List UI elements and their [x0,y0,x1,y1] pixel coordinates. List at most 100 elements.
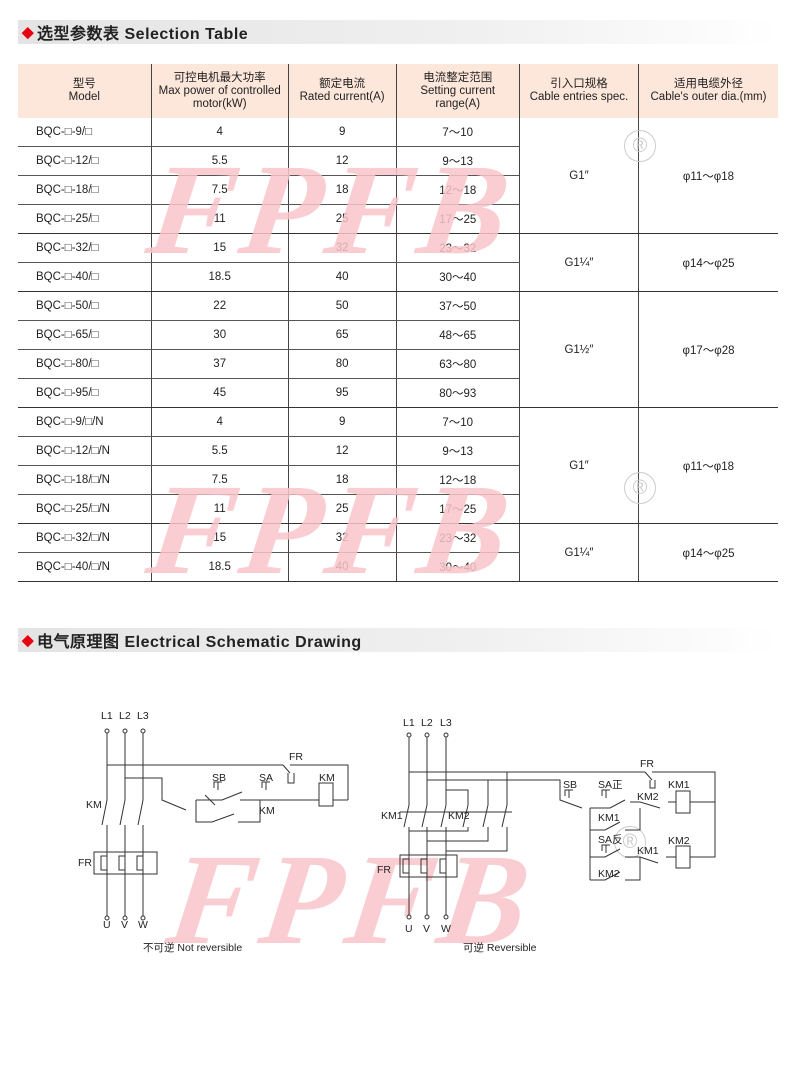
setting-range-cell: 12～18 [395,465,520,495]
diamond-icon: ◆ [22,632,35,649]
power-cell: 5.5 [150,146,289,176]
rated-current-cell: 40 [287,262,397,292]
registered-mark-icon: ® [624,472,656,504]
setting-range-cell: 80～93 [395,378,520,408]
label-l3: L3 [440,717,452,729]
label-km: KM [86,799,102,811]
label-km1: KM1 [381,810,403,822]
rated-current-cell: 18 [287,175,397,205]
rated-current-cell: 9 [287,118,397,147]
header-text: Cable's outer dia.(mm) [650,91,767,103]
model-cell: BQC-□-32/□/N [18,523,152,553]
power-cell: 37 [150,349,289,379]
label-km-hold: KM [259,805,275,817]
model-cell: BQC-□-40/□ [18,262,152,292]
setting-range-cell: 17～25 [395,494,520,524]
cable-entry-cell: G1½″ [518,291,639,408]
setting-range-cell: 23～32 [395,523,520,553]
model-cell: BQC-□-40/□/N [18,552,152,582]
label-v: V [423,923,430,935]
header-text: 电流整定范围 [423,71,493,84]
power-cell: 15 [150,523,289,553]
header-text: 引入口规格 [550,78,608,90]
rated-current-cell: 80 [287,349,397,379]
label-l1: L1 [101,710,113,722]
rated-current-cell: 40 [287,552,397,582]
label-fr-contact: FR [640,758,654,770]
power-cell: 11 [150,494,289,524]
cable-dia-cell: φ11～φ18 [637,407,778,524]
model-cell: BQC-□-9/□/N [18,407,152,437]
label-w: W [138,919,148,931]
label-km2: KM2 [448,810,470,822]
label-l2: L2 [119,710,131,722]
cable-dia-cell: φ14～φ25 [637,233,778,292]
model-cell: BQC-□-18/□/N [18,465,152,495]
setting-range-cell: 63～80 [395,349,520,379]
schematic-heading: ◆电气原理图 Electrical Schematic Drawing [18,628,780,652]
header-text: Rated current(A) [299,91,385,103]
registered-mark-icon: ® [624,130,656,162]
cable-entry-cell: G1¼″ [518,523,639,582]
label-l2: L2 [421,717,433,729]
model-cell: BQC-□-25/□ [18,204,152,234]
setting-range-cell: 9～13 [395,146,520,176]
rated-current-cell: 12 [287,436,397,466]
rated-current-cell: 18 [287,465,397,495]
header-text: 型号 [72,78,96,90]
model-cell: BQC-□-95/□ [18,378,152,408]
model-cell: BQC-□-18/□ [18,175,152,205]
section-title: 选型参数表 Selection Table [37,26,249,43]
diamond-icon: ◆ [22,24,35,41]
setting-range-cell: 12～18 [395,175,520,205]
label-km2-hold: KM2 [598,868,620,880]
reversible-diagram [399,732,716,920]
setting-range-cell: 17～25 [395,204,520,234]
rated-current-cell: 32 [287,233,397,263]
cable-entry-cell: G1¼″ [518,233,639,292]
power-cell: 15 [150,233,289,263]
power-cell: 45 [150,378,289,408]
label-u: U [405,923,413,935]
power-cell: 18.5 [150,552,289,582]
label-km1-coil: KM1 [668,779,690,791]
label-sa-forward: SA正 [598,779,623,791]
setting-range-cell: 7～10 [395,407,520,437]
label-sb: SB [212,772,226,784]
model-cell: BQC-□-80/□ [18,349,152,379]
setting-range-cell: 48～65 [395,320,520,350]
header-text: Cable entries spec. [529,91,629,103]
power-cell: 30 [150,320,289,350]
label-w: W [441,923,451,935]
setting-range-cell: 7～10 [395,118,520,147]
label-km1-hold: KM1 [598,812,620,824]
label-km2-coil: KM2 [668,835,690,847]
rated-current-cell: 25 [287,204,397,234]
power-cell: 11 [150,204,289,234]
power-cell: 22 [150,291,289,321]
setting-range-cell: 9～13 [395,436,520,466]
power-cell: 7.5 [150,175,289,205]
header-text: Setting current range(A) [420,84,496,110]
model-cell: BQC-□-9/□ [18,118,152,147]
electrical-schematic: L1 L2 L3 KM FR U V W SB SA FR KM KM 不可逆 … [78,710,716,954]
label-km2-interlock: KM2 [637,791,659,803]
